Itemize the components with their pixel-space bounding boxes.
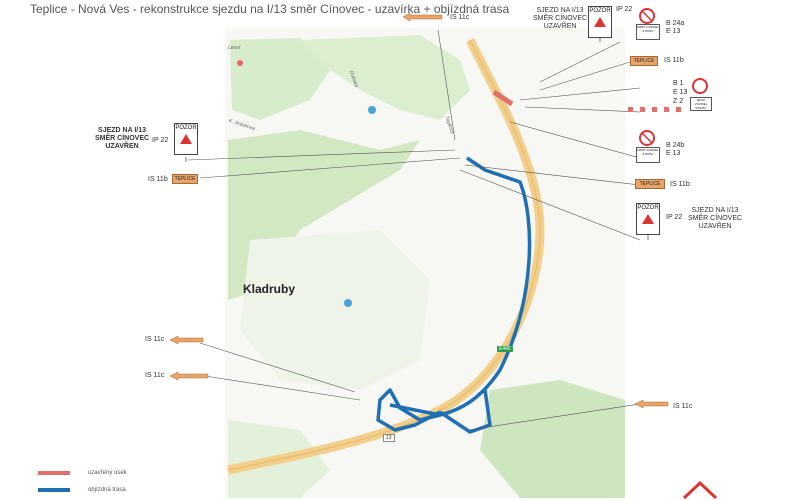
is11c-top-arrow bbox=[402, 12, 443, 22]
urban-area bbox=[240, 230, 430, 390]
sign-is11b-right-top-label: IS 11b bbox=[664, 57, 684, 64]
main-road-centerline bbox=[227, 39, 541, 471]
sign-ip22-right-label: IP 22 bbox=[666, 214, 683, 221]
sign-is11c-right-label: IS 11c bbox=[673, 403, 693, 410]
closed-section bbox=[492, 89, 514, 107]
detour-route bbox=[389, 403, 441, 417]
forest-area bbox=[480, 380, 625, 498]
forest-area bbox=[230, 38, 330, 120]
sign-b24a-label: B 24a bbox=[666, 20, 685, 27]
closure-text-right: SJEZD NA I/13 SMĚR CÍNOVEC UZAVŘEN bbox=[688, 207, 743, 230]
warning-icon bbox=[682, 480, 718, 500]
i13-road-badge: 13 bbox=[383, 434, 395, 442]
teplice-sign-top: TEPLICE bbox=[630, 56, 658, 66]
sign-is11c-left1-label: IS 11c bbox=[145, 336, 165, 343]
warning-icon bbox=[594, 17, 606, 27]
legend-closed-label: uzavřený úsek bbox=[88, 470, 127, 476]
is11c-right-arrow bbox=[634, 399, 669, 409]
leader-lines bbox=[187, 29, 641, 431]
warning-icon bbox=[642, 214, 654, 224]
warning-icon bbox=[180, 134, 192, 144]
closure-text-top: SJEZD NA I/13 SMĚR CÍNOVEC UZAVŘEN bbox=[533, 7, 588, 30]
sign-b24b-label: B 24b bbox=[666, 142, 685, 149]
place-label: Lesní bbox=[228, 45, 241, 51]
e442-road-badge: E442 bbox=[497, 346, 513, 352]
sign-is11c-left2-label: IS 11c bbox=[145, 372, 165, 379]
poi-icon bbox=[237, 60, 243, 66]
detour-route bbox=[376, 156, 532, 434]
closure-text-left: SJEZD NA I/13 SMĚR CÍNOVEC UZAVŘEN bbox=[95, 127, 150, 150]
poi-icon bbox=[344, 299, 352, 307]
town-label: Kladruby bbox=[243, 282, 296, 296]
sign-b1-label: B 1 bbox=[673, 80, 684, 87]
teplice-sign-right: TEPLICE bbox=[635, 179, 665, 189]
is11c-left1-arrow bbox=[169, 335, 204, 345]
sign-e13-mid-label: E 13 bbox=[673, 89, 688, 96]
pozor-sign-top: POZOR bbox=[588, 6, 612, 38]
map-title: Teplice - Nová Ves - rekonstrukce sjezdu… bbox=[30, 2, 510, 16]
b1-no-entry-icon bbox=[692, 78, 708, 94]
sign-z2-label: Z 2 bbox=[673, 98, 684, 105]
mimo-sign-top: MIMO VOZIDEL STAVBY bbox=[636, 24, 660, 40]
is11c-left2-arrow bbox=[169, 371, 209, 381]
sign-is11b-left-label: IS 11b bbox=[148, 176, 168, 183]
pozor-sign-right: POZOR bbox=[636, 203, 660, 235]
sign-ip22-left-label: IP 22 bbox=[152, 137, 169, 144]
teplice-sign-left: TEPLICE bbox=[172, 174, 198, 184]
mimo-sign-low: MIMO VOZIDEL STAVBY bbox=[636, 147, 660, 163]
forest-area bbox=[300, 35, 470, 120]
mimo-sign-mid: MIMO VOZIDEL STAVBY bbox=[690, 97, 712, 111]
pozor-sign-left: POZOR bbox=[174, 123, 198, 155]
barrier-z2 bbox=[628, 107, 681, 112]
legend-detour-label: objízdná trasa bbox=[88, 487, 126, 493]
sign-is11c-top-label: IS 11c bbox=[450, 14, 470, 21]
sign-e13-top-label: E 13 bbox=[666, 28, 681, 35]
sign-e13-low-label: E 13 bbox=[666, 150, 681, 157]
poi-icon bbox=[368, 106, 376, 114]
sign-ip22-top-label: IP 22 bbox=[616, 6, 633, 13]
sign-is11b-right-mid-label: IS 11b bbox=[670, 181, 690, 188]
